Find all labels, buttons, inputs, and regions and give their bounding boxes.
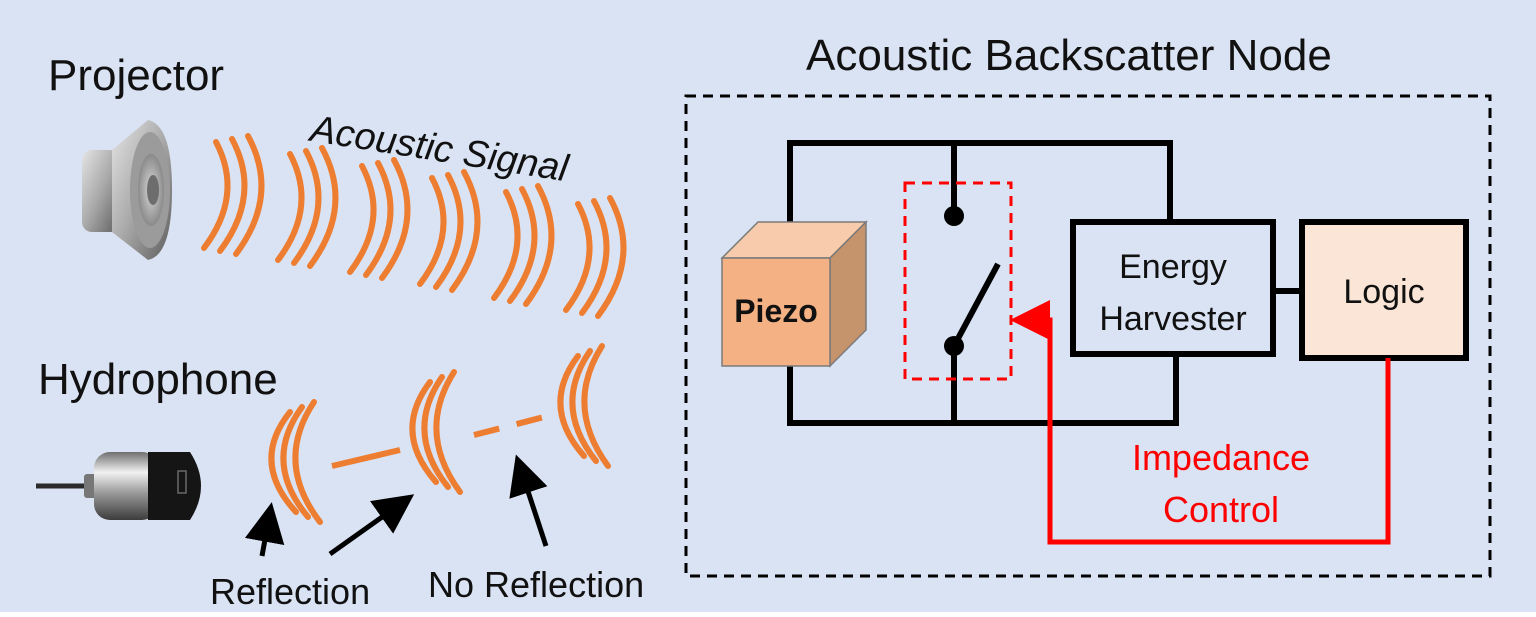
hydrophone-icon bbox=[36, 452, 201, 520]
backscatter-waves bbox=[268, 343, 611, 525]
energy-harvester-label-1: Energy bbox=[1119, 248, 1227, 286]
impedance-control-line bbox=[1010, 300, 1391, 545]
no-reflection-label: No Reflection bbox=[428, 564, 645, 605]
acoustic-signal-waves bbox=[201, 133, 627, 319]
logic-label: Logic bbox=[1343, 273, 1425, 311]
hydrophone-label: Hydrophone bbox=[38, 355, 278, 404]
circuit-wires bbox=[787, 140, 1302, 426]
energy-harvester-box bbox=[1070, 219, 1276, 357]
impedance-control-label-1: Impedance bbox=[1131, 437, 1311, 478]
projector-label: Projector bbox=[48, 51, 225, 100]
node-title: Acoustic Backscatter Node bbox=[806, 31, 1332, 80]
switch-contact-top bbox=[944, 206, 964, 226]
speaker-icon bbox=[82, 120, 172, 260]
piezo-label: Piezo bbox=[734, 293, 818, 329]
switch-contact-bottom bbox=[944, 336, 964, 356]
switch-box bbox=[903, 181, 1013, 381]
logic-box bbox=[1299, 219, 1469, 361]
impedance-control-label-2: Control bbox=[1162, 489, 1280, 530]
reflection-label: Reflection bbox=[210, 571, 371, 612]
reflection-arrows bbox=[244, 454, 549, 557]
energy-harvester-label-2: Harvester bbox=[1099, 300, 1247, 338]
piezo-cube bbox=[720, 220, 868, 368]
node-boundary bbox=[684, 94, 1492, 578]
